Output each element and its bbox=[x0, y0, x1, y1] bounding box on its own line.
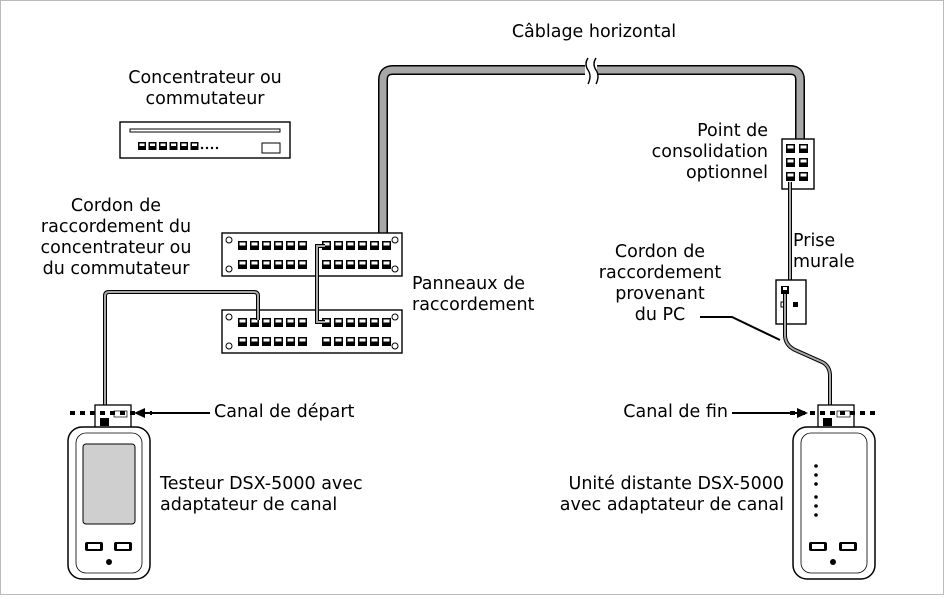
port-opening bbox=[263, 319, 270, 323]
port-opening bbox=[251, 338, 258, 342]
port-opening bbox=[800, 159, 807, 163]
port-opening bbox=[347, 319, 354, 323]
hub-switch-label: Concentrateur ou commutateur bbox=[128, 68, 282, 109]
port-opening bbox=[299, 242, 306, 246]
port-opening bbox=[299, 261, 306, 265]
port-opening bbox=[263, 242, 270, 246]
pc-cord-leader bbox=[700, 316, 781, 341]
end-channel-label: Canal de fin bbox=[623, 402, 728, 422]
port-opening bbox=[323, 338, 330, 342]
port-opening bbox=[239, 261, 246, 265]
port-opening bbox=[383, 319, 390, 323]
port-opening bbox=[383, 338, 390, 342]
port-opening bbox=[251, 242, 258, 246]
port-opening bbox=[335, 242, 342, 246]
port-opening bbox=[239, 319, 246, 323]
port-opening bbox=[800, 145, 807, 149]
port-opening bbox=[371, 319, 378, 323]
port-opening bbox=[299, 338, 306, 342]
port-opening bbox=[383, 242, 390, 246]
port-opening bbox=[263, 261, 270, 265]
port-opening bbox=[275, 338, 282, 342]
port-opening bbox=[239, 242, 246, 246]
port-opening bbox=[275, 319, 282, 323]
port-opening bbox=[287, 338, 294, 342]
port-opening bbox=[800, 173, 807, 177]
port-opening bbox=[335, 338, 342, 342]
port-opening bbox=[335, 261, 342, 265]
cable-break-icon bbox=[585, 57, 599, 85]
pc-patch-cord bbox=[783, 294, 832, 418]
consolidation-point-label: Point de consolidation optionnel bbox=[651, 121, 768, 183]
pc-patch-cord-label: Cordon de raccordement provenant du PC bbox=[598, 242, 722, 325]
tester-patch-cord bbox=[103, 290, 260, 418]
port-opening bbox=[347, 338, 354, 342]
port-opening bbox=[383, 261, 390, 265]
port-opening bbox=[299, 319, 306, 323]
hub-patch-cord-label: Cordon de raccordement du concentrateur … bbox=[40, 196, 192, 279]
port-opening bbox=[359, 242, 366, 246]
port-opening bbox=[263, 338, 270, 342]
port-opening bbox=[171, 143, 176, 146]
port-opening bbox=[335, 319, 342, 323]
port-opening bbox=[347, 261, 354, 265]
port-opening bbox=[287, 319, 294, 323]
cross-connect-cord bbox=[315, 244, 325, 324]
port-opening bbox=[192, 143, 197, 146]
tester-device-icon bbox=[67, 404, 151, 580]
port-opening bbox=[275, 242, 282, 246]
port-opening bbox=[287, 261, 294, 265]
wall-outlet-label: Prise murale bbox=[793, 231, 855, 272]
port-opening bbox=[787, 145, 794, 149]
port-opening bbox=[371, 261, 378, 265]
port-opening bbox=[359, 338, 366, 342]
port-opening bbox=[150, 143, 155, 146]
start-channel-label: Canal de départ bbox=[214, 402, 355, 422]
port-opening bbox=[323, 319, 330, 323]
tester-label: Testeur DSX-5000 avec adaptateur de cana… bbox=[160, 474, 363, 515]
port-opening bbox=[323, 242, 330, 246]
remote-device-icon bbox=[792, 404, 876, 580]
port-opening bbox=[787, 159, 794, 163]
port-opening bbox=[251, 261, 258, 265]
port-opening bbox=[359, 261, 366, 265]
port-opening bbox=[323, 261, 330, 265]
arrow-icon bbox=[134, 408, 210, 418]
port-opening bbox=[239, 338, 246, 342]
port-opening bbox=[371, 242, 378, 246]
port-opening bbox=[371, 338, 378, 342]
remote-label: Unité distante DSX-5000 avec adaptateur … bbox=[559, 474, 784, 515]
horizontal-cabling-label: Câblage horizontal bbox=[511, 22, 677, 42]
port-opening bbox=[251, 319, 258, 323]
port-opening bbox=[359, 319, 366, 323]
port-opening bbox=[287, 242, 294, 246]
patch-panel-icon bbox=[221, 309, 403, 354]
port-opening bbox=[275, 261, 282, 265]
port-opening bbox=[787, 173, 794, 177]
consolidation-point-icon bbox=[781, 138, 815, 190]
port-opening bbox=[181, 143, 187, 146]
hub-switch-icon bbox=[119, 121, 291, 159]
patch-panel-icon bbox=[221, 232, 403, 277]
port-opening bbox=[139, 143, 145, 146]
wall-outlet-icon bbox=[775, 279, 807, 325]
arrow-icon bbox=[732, 408, 808, 418]
port-opening bbox=[160, 143, 166, 146]
port-opening bbox=[347, 242, 354, 246]
patch-panels-label: Panneaux de raccordement bbox=[412, 274, 535, 315]
